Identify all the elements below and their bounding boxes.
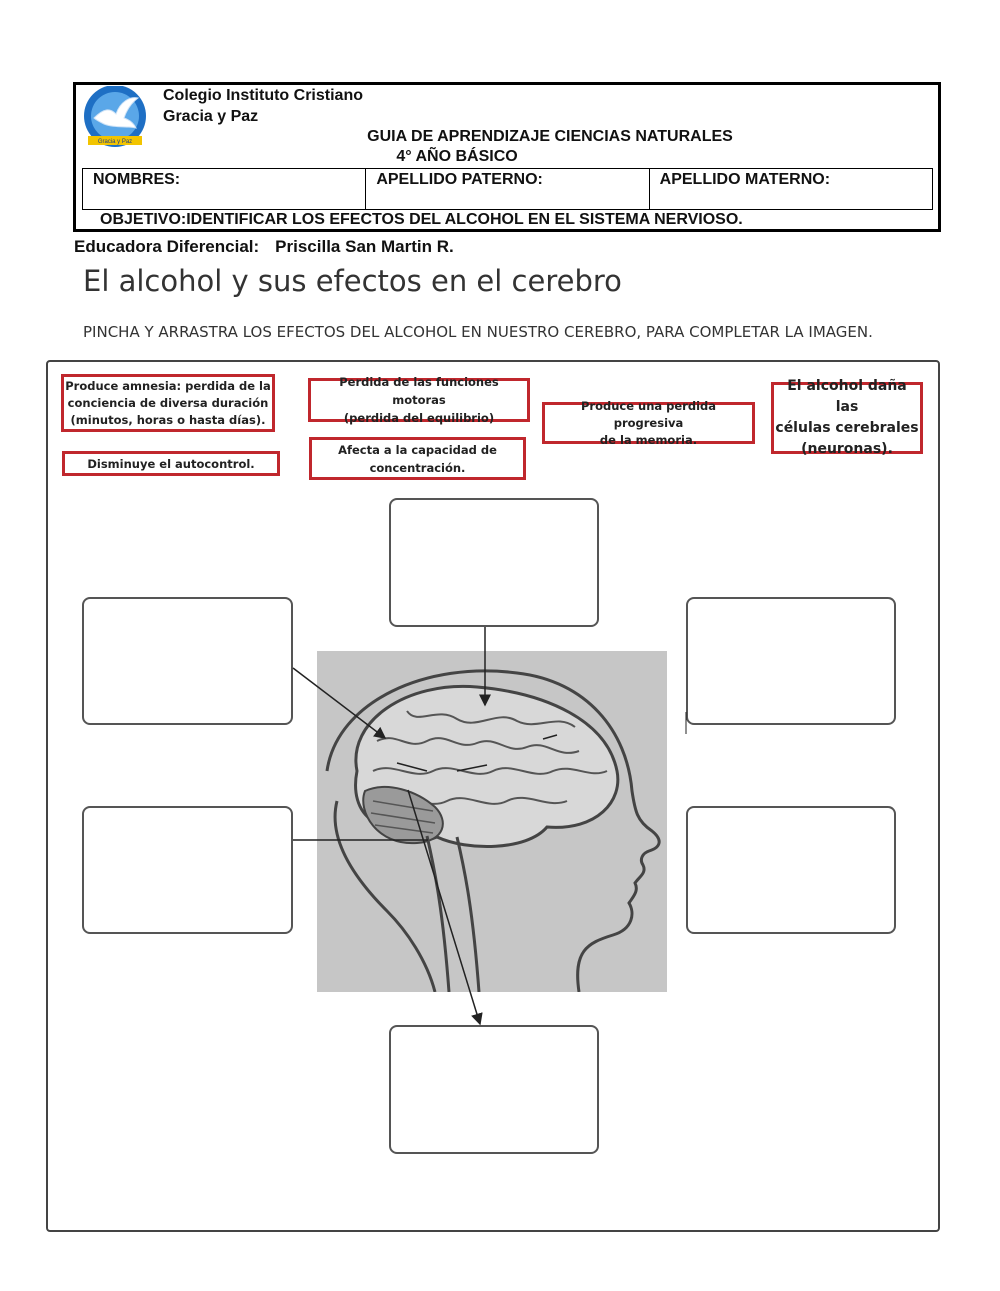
educator-label: Educadora Diferencial: bbox=[74, 237, 259, 256]
field-apellido-paterno[interactable]: APELLIDO PATERNO: bbox=[366, 169, 649, 209]
grade-label: 4° AÑO BÁSICO bbox=[300, 148, 614, 166]
educator-name: Priscilla San Martin R. bbox=[275, 237, 454, 256]
school-name-line1: Colegio Instituto Cristiano bbox=[163, 86, 363, 106]
card-neuronas-line1: El alcohol daña las bbox=[774, 376, 920, 418]
card-memoria-line2: de la memoria. bbox=[545, 432, 752, 449]
instruction-text: PINCHA Y ARRASTRA LOS EFECTOS DEL ALCOHO… bbox=[83, 320, 903, 345]
card-neuronas-line2: células cerebrales bbox=[774, 418, 920, 439]
card-concentracion-line1: Afecta a la capacidad de bbox=[338, 441, 497, 459]
card-amnesia-line2: conciencia de diversa duración bbox=[65, 395, 271, 412]
card-amnesia-line1: Produce amnesia: perdida de la bbox=[65, 378, 271, 395]
card-motoras-line1: Perdida de las funciones motoras bbox=[311, 373, 527, 409]
card-concentracion-line2: concentración. bbox=[338, 459, 497, 477]
card-amnesia-line3: (minutos, horas o hasta días). bbox=[65, 412, 271, 429]
page-title: El alcohol y sus efectos en el cerebro bbox=[83, 264, 622, 298]
student-info-table: NOMBRES: APELLIDO PATERNO: APELLIDO MATE… bbox=[82, 168, 933, 210]
brain-head-illustration bbox=[317, 651, 667, 992]
drop-zone-bottom[interactable] bbox=[389, 1025, 599, 1154]
objective-text: OBJETIVO:IDENTIFICAR LOS EFECTOS DEL ALC… bbox=[100, 211, 743, 229]
card-memoria[interactable]: Produce una perdida progresiva de la mem… bbox=[542, 402, 755, 444]
drop-zone-lower-left[interactable] bbox=[82, 806, 293, 934]
card-memoria-line1: Produce una perdida progresiva bbox=[545, 398, 752, 432]
card-neuronas-line3: (neuronas). bbox=[774, 439, 920, 460]
school-logo: Gracia y Paz bbox=[80, 86, 150, 148]
drop-zone-upper-right[interactable] bbox=[686, 597, 896, 725]
card-concentracion[interactable]: Afecta a la capacidad de concentración. bbox=[309, 437, 526, 480]
card-amnesia[interactable]: Produce amnesia: perdida de la concienci… bbox=[61, 374, 275, 432]
guide-title: GUIA DE APRENDIZAJE CIENCIAS NATURALES bbox=[300, 128, 800, 146]
educator-line: Educadora Diferencial: Priscilla San Mart… bbox=[74, 237, 454, 257]
card-motoras-line2: (perdida del equilibrio) bbox=[311, 409, 527, 427]
school-name-line2: Gracia y Paz bbox=[163, 107, 258, 127]
card-funciones-motoras[interactable]: Perdida de las funciones motoras (perdid… bbox=[308, 378, 530, 422]
field-apellido-materno[interactable]: APELLIDO MATERNO: bbox=[650, 169, 932, 209]
card-neuronas[interactable]: El alcohol daña las células cerebrales (… bbox=[771, 382, 923, 454]
logo-caption: Gracia y Paz bbox=[98, 139, 132, 145]
card-autocontrol[interactable]: Disminuye el autocontrol. bbox=[62, 451, 280, 476]
field-nombres[interactable]: NOMBRES: bbox=[83, 169, 366, 209]
card-autocontrol-line1: Disminuye el autocontrol. bbox=[87, 457, 254, 471]
drop-zone-lower-right[interactable] bbox=[686, 806, 896, 934]
drop-zone-top[interactable] bbox=[389, 498, 599, 627]
drop-zone-upper-left[interactable] bbox=[82, 597, 293, 725]
